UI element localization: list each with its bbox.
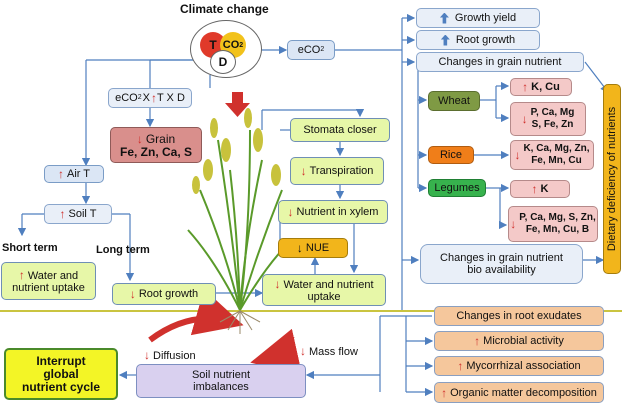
organic-matter-box: ↑Organic matter decomposition xyxy=(434,382,604,403)
short-term-label: Short term xyxy=(2,242,58,254)
legumes-box: Legumes xyxy=(428,179,486,197)
changes-grain-nutrient-box: Changes in grain nutrient xyxy=(416,52,584,72)
water-nutrient-uptake-center: ↓Water and nutrient uptake xyxy=(262,274,386,306)
up-arrow-icon xyxy=(440,34,450,46)
diffusion-label: ↓Diffusion xyxy=(144,348,196,362)
legumes-decrease-box: ↓P, Ca, Mg, S, Zn,Fe, Mn, Cu, B xyxy=(508,206,598,242)
root-growth-left: ↓Root growth xyxy=(112,283,216,305)
bioavailability-box: Changes in grain nutrient bio availabili… xyxy=(420,244,583,284)
stomata-closer-box: Stomata closer xyxy=(290,118,390,142)
root-growth-right-box: Root growth xyxy=(416,30,540,50)
root-exudates-box: Changes in root exudates xyxy=(434,306,604,326)
page-title: Climate change xyxy=(180,2,269,16)
legumes-increase-box: ↑K xyxy=(510,180,570,198)
growth-yield-box: Growth yield xyxy=(416,8,540,28)
soil-nutrient-imbalances-box: Soil nutrient imbalances xyxy=(136,364,306,398)
wheat-increase-box: ↑K, Cu xyxy=(510,78,572,96)
air-t-box: ↑Air T xyxy=(44,165,104,183)
water-nutrient-uptake-left: ↑Water and nutrient uptake xyxy=(1,262,96,300)
transpiration-box: ↓Transpiration xyxy=(290,157,384,185)
interrupt-global-nutrient-cycle-box: Interrupt global nutrient cycle xyxy=(4,348,118,400)
nutrient-in-xylem-box: ↓Nutrient in xylem xyxy=(278,200,388,224)
dietary-deficiency-box: Dietary deficiency of nutrients xyxy=(603,84,621,274)
mass-flow-label: ↓Mass flow xyxy=(300,344,358,358)
soil-t-box: ↑Soil T xyxy=(44,204,112,224)
rice-decrease-box: ↓K, Ca, Mg, Zn,Fe, Mn, Cu xyxy=(510,140,594,170)
drought-circle: D xyxy=(210,50,236,74)
rice-box: Rice xyxy=(428,146,474,164)
long-term-label: Long term xyxy=(96,244,150,256)
nue-box: ↓NUE xyxy=(278,238,348,258)
microbial-activity-box: ↑Microbial activity xyxy=(434,331,604,351)
wheat-box: Wheat xyxy=(428,91,480,111)
up-arrow-icon xyxy=(439,12,449,24)
mycorrhizal-box: ↑Mycorrhizal association xyxy=(434,356,604,376)
grain-box: ↓Grain Fe, Zn, Ca, S xyxy=(110,127,202,163)
